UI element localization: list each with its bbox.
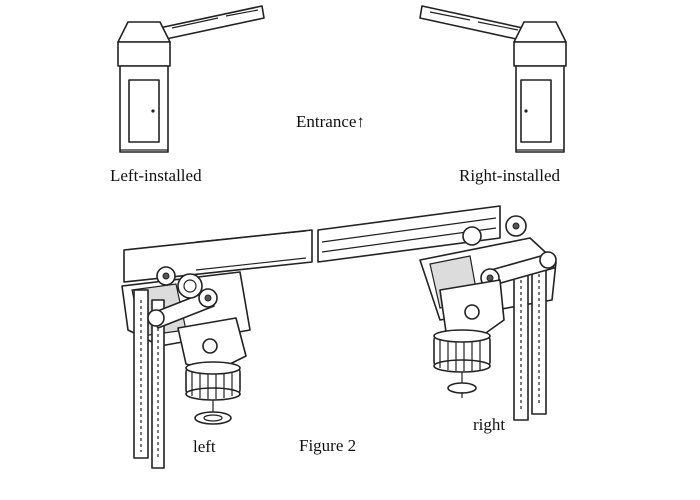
right-door-handle xyxy=(524,109,528,113)
right-cabinet-door xyxy=(520,79,552,143)
left-mechanism xyxy=(121,266,251,469)
installation-drawing xyxy=(117,5,567,153)
left-mechanism-label: left xyxy=(193,437,216,456)
right-mechanism-label: right xyxy=(473,415,506,434)
right-installed-caption: Right-installed xyxy=(459,166,561,185)
entrance-label: Entrance↑ xyxy=(296,112,365,131)
left-cabinet-door xyxy=(128,79,160,143)
right-mechanism xyxy=(419,215,557,421)
left-door-handle xyxy=(151,109,155,113)
left-installed-caption: Left-installed xyxy=(110,166,202,185)
right-installed-barrier xyxy=(419,5,567,153)
left-installed-barrier xyxy=(117,5,265,153)
figure-caption: Figure 2 xyxy=(299,436,357,455)
